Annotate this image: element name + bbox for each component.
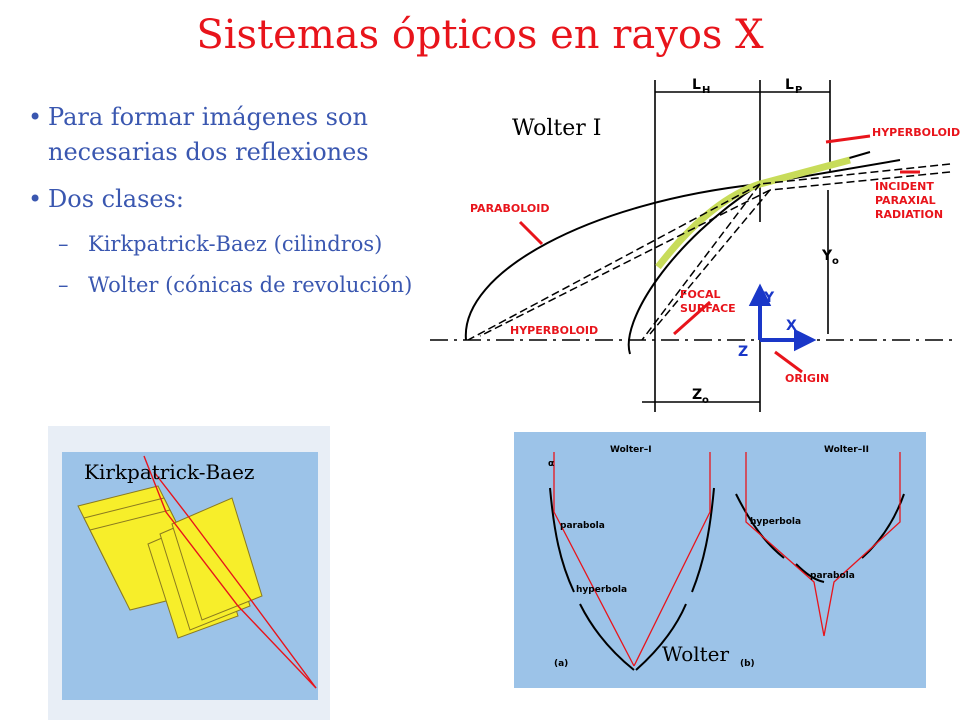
wolter-i-caption: Wolter I (512, 116, 602, 141)
paraxial-label: PARAXIAL (875, 194, 936, 207)
ray (649, 189, 771, 335)
bullet-dot: • (28, 103, 43, 131)
ray (769, 171, 951, 191)
hyperbola-b-right (861, 493, 905, 559)
axis-x-label: X (786, 318, 797, 334)
panel-a-tag: (a) (554, 659, 568, 669)
hyperboloid-pointer (825, 134, 871, 144)
paraboloid-label: PARABOLOID (470, 202, 549, 215)
lp-sub: P (795, 85, 802, 96)
focal-label: FOCAL (680, 288, 720, 301)
bullet-list: • Para formar imágenes son necesarias do… (28, 100, 468, 311)
hyperbola-b-label: hyperbola (750, 517, 801, 527)
hyperbola-b (735, 493, 785, 559)
z0-label: Z (692, 387, 702, 403)
wolter-types-figure: Wolter–I Wolter–II α parabola hyperbola … (514, 432, 926, 688)
sub-bullet-item: – Wolter (cónicas de revolución) (28, 270, 468, 301)
alpha-label: α (548, 459, 554, 469)
ray (467, 183, 761, 341)
x-arrow-head (794, 328, 817, 352)
sub-bullet-text: Kirkpatrick-Baez (cilindros) (88, 232, 383, 256)
kb-caption: Kirkpatrick-Baez (84, 460, 255, 484)
wolter-ii-ray (823, 452, 901, 637)
lp-label: L (785, 77, 794, 93)
bullet-text: Dos clases: (48, 185, 184, 213)
y0-sub: o (832, 256, 839, 267)
wolter-i-title: Wolter–I (610, 445, 652, 455)
wolter-i-ray (553, 452, 635, 667)
parabola-b (795, 563, 825, 583)
kb-ray (153, 471, 317, 689)
parabola-a-right (691, 487, 715, 593)
incident-label: INCIDENT (875, 180, 934, 193)
kb-mirror (171, 497, 263, 621)
hyperbola-a-label: hyperbola (576, 585, 627, 595)
hyperboloid-top-label: HYPERBOLOID (872, 126, 960, 139)
panel-b-tag: (b) (740, 659, 755, 669)
origin-pointer (774, 350, 803, 374)
bullet-text: Para formar imágenes son necesarias dos … (48, 103, 369, 166)
sub-bullet-item: – Kirkpatrick-Baez (cilindros) (28, 229, 468, 260)
sub-bullet-dash: – (58, 273, 69, 297)
axis-z-label: Z (738, 344, 748, 360)
axis-y-label: Y (763, 290, 775, 306)
surface-label: SURFACE (680, 302, 736, 315)
hyperbola-a-right (635, 603, 687, 671)
bullet-dot: • (28, 185, 43, 213)
hyperbola-a (579, 603, 635, 671)
sub-bullet-text: Wolter (cónicas de revolución) (88, 273, 413, 297)
y-arrow-head (748, 283, 772, 306)
wolter-i-diagram: HYPERBOLOID INCIDENT PARAXIAL RADIATION … (430, 77, 960, 412)
origin-label: ORIGIN (785, 372, 829, 385)
bullet-item: • Para formar imágenes son necesarias do… (28, 100, 468, 170)
sub-bullet-dash: – (58, 232, 69, 256)
hyperboloid-mirror (627, 151, 871, 355)
bullet-item: • Dos clases: (28, 182, 468, 217)
kb-ray (143, 455, 317, 689)
paraboloid-mirror (464, 159, 901, 341)
ray (479, 189, 771, 337)
wolter-ii-title: Wolter–II (824, 445, 869, 455)
kb-figure (48, 426, 330, 720)
lh-sub: H (702, 85, 710, 96)
ray (641, 183, 761, 341)
wolter-caption: Wolter (662, 642, 730, 666)
ray (759, 163, 951, 185)
focal-pointer (673, 300, 711, 336)
z0-sub: o (702, 395, 709, 406)
radiation-label: RADIATION (875, 208, 943, 221)
hyperboloid-bottom-label: HYPERBOLOID (510, 324, 598, 337)
parabola-a (549, 487, 575, 593)
y0-label: Y (821, 248, 833, 264)
paraboloid-pointer (518, 220, 544, 246)
slide-title: Sistemas ópticos en rayos X (196, 12, 764, 58)
lh-label: L (692, 77, 701, 93)
wolter-ii-ray (745, 452, 825, 637)
wolter-i-ray (633, 452, 711, 667)
parabola-a-label: parabola (560, 521, 605, 531)
parabola-b-label: parabola (810, 571, 855, 581)
